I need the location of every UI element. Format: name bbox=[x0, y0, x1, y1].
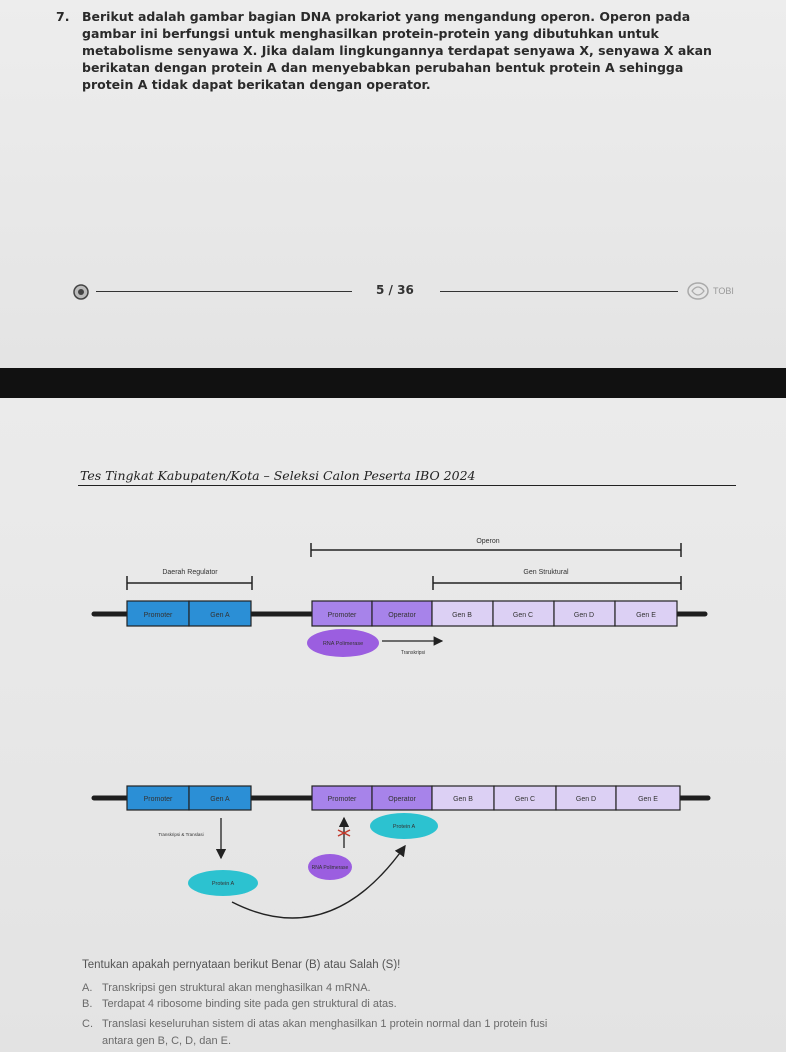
gene-label-bottom-8: Gen E bbox=[638, 796, 658, 803]
option-b: B. Terdapat 4 ribosome binding site pada … bbox=[82, 998, 397, 1010]
question-text: Berikut adalah gambar bagian DNA prokari… bbox=[82, 9, 712, 92]
gene-label-bottom-6: Gen C bbox=[515, 796, 535, 803]
option-letter: C. bbox=[82, 1018, 93, 1030]
gene-label-bottom-5: Gen B bbox=[453, 796, 473, 803]
option-text: Transkripsi gen struktural akan menghasi… bbox=[102, 982, 371, 994]
rna-polymerase-bottom bbox=[308, 854, 352, 880]
gene-box-top-3 bbox=[311, 600, 373, 627]
gene-label-top-7: Gen D bbox=[574, 612, 594, 619]
gene-label-bottom-7: Gen D bbox=[576, 796, 596, 803]
gene-row-top: Promoter Gen A Promoter Operator Gen B G… bbox=[126, 600, 678, 627]
gene-box-bottom-8 bbox=[615, 785, 681, 811]
option-a: A. Transkripsi gen struktural akan mengha… bbox=[82, 982, 371, 994]
option-text: Terdapat 4 ribosome binding site pada ge… bbox=[102, 998, 397, 1010]
gene-label-bottom-3: Promoter bbox=[328, 796, 357, 803]
blocked-arrow-icon bbox=[337, 816, 351, 848]
prompt-text: Tentukan apakah pernyataan berikut Benar… bbox=[82, 959, 401, 971]
gene-label-top-6: Gen C bbox=[513, 612, 533, 619]
structural-label: Gen Struktural bbox=[523, 569, 569, 576]
gene-box-bottom-2 bbox=[188, 785, 252, 811]
gene-box-top-2 bbox=[188, 600, 252, 627]
option-text: Translasi keseluruhan sistem di atas aka… bbox=[102, 1018, 548, 1030]
gene-box-top-1 bbox=[126, 600, 190, 627]
gene-label-top-3: Promoter bbox=[328, 612, 357, 619]
page-divider bbox=[0, 368, 786, 398]
gene-label-bottom-1: Promoter bbox=[144, 796, 173, 803]
pin-icon bbox=[73, 284, 89, 300]
question-number: 7. bbox=[56, 9, 70, 24]
gene-box-top-8 bbox=[614, 600, 678, 627]
option-letter: B. bbox=[82, 998, 93, 1010]
gene-label-bottom-2: Gen A bbox=[210, 796, 230, 803]
gene-label-bottom-4: Operator bbox=[388, 796, 416, 803]
protein-a-bound bbox=[370, 813, 438, 839]
protein-a-bound-label: Protein A bbox=[393, 824, 416, 830]
gene-label-top-8: Gen E bbox=[636, 612, 656, 619]
gene-label-top-1: Promoter bbox=[144, 612, 173, 619]
gene-box-bottom-6 bbox=[493, 785, 557, 811]
option-text: antara gen B, C, D, dan E. bbox=[102, 1035, 232, 1047]
regulator-label: Daerah Regulator bbox=[162, 569, 218, 576]
footer-line-right bbox=[440, 291, 678, 292]
page-bottom bbox=[0, 398, 786, 1052]
page-number: 5 / 36 bbox=[376, 283, 414, 297]
option-letter: A. bbox=[82, 982, 93, 994]
rna-polymerase-top bbox=[307, 629, 379, 657]
transcription-translation-label: Transkripsi & Translasi bbox=[158, 832, 203, 837]
gene-label-top-4: Operator bbox=[388, 612, 416, 619]
gene-label-top-5: Gen B bbox=[452, 612, 472, 619]
protein-a-free bbox=[188, 870, 258, 896]
structural-bracket bbox=[432, 576, 682, 590]
gene-row-bottom: Promoter Gen A Promoter Operator Gen B G… bbox=[126, 785, 681, 811]
option-c: C. Translasi keseluruhan sistem di atas a… bbox=[82, 1018, 547, 1030]
operon-bracket bbox=[310, 543, 682, 557]
transcription-label: Transkripsi bbox=[401, 650, 425, 656]
rna-polymerase-top-label: RNA Polimerase bbox=[323, 641, 363, 647]
gene-box-bottom-1 bbox=[126, 785, 190, 811]
option-c-continued: antara gen B, C, D, dan E. bbox=[82, 1035, 231, 1047]
gene-box-bottom-5 bbox=[431, 785, 495, 811]
footer-line-left bbox=[96, 291, 352, 292]
rna-polymerase-bottom-label: RNA Polimerase bbox=[312, 865, 349, 871]
header-line bbox=[78, 485, 736, 486]
operon-label: Operon bbox=[476, 538, 499, 545]
logo-icon bbox=[687, 282, 709, 300]
gene-box-bottom-3 bbox=[311, 785, 373, 811]
regulator-bracket bbox=[126, 576, 253, 590]
question-block: 7. Berikut adalah gambar bagian DNA prok… bbox=[56, 8, 732, 93]
page-header-title: Tes Tingkat Kabupaten/Kota – Seleksi Cal… bbox=[80, 468, 476, 483]
gene-box-top-6 bbox=[492, 600, 555, 627]
page-top bbox=[0, 0, 786, 368]
gene-box-top-5 bbox=[431, 600, 494, 627]
gene-box-top-4 bbox=[371, 600, 433, 627]
protein-a-free-label: Protein A bbox=[212, 881, 235, 887]
gene-label-top-2: Gen A bbox=[210, 612, 230, 619]
binding-curve-arrow bbox=[231, 844, 406, 919]
footer-logo-text: TOBI bbox=[713, 286, 734, 296]
